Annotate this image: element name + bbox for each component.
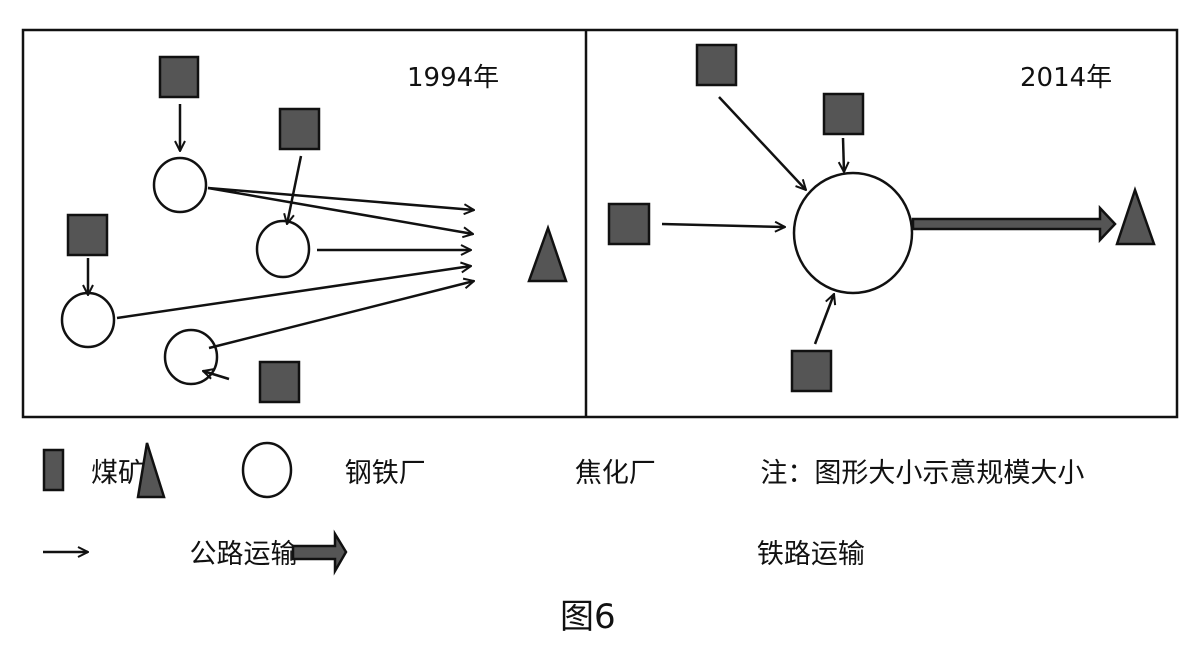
coking-plant-icon — [152, 156, 208, 214]
coking-plant-icon — [60, 291, 116, 349]
legend-steel-plant-label: 钢铁厂 — [345, 458, 426, 489]
legend-steel-plant-icon — [136, 442, 166, 499]
coal-mine-icon — [66, 213, 109, 257]
legend-rail-label: 铁路运输 — [757, 539, 865, 570]
coking-plant-icon — [792, 171, 914, 295]
road-arrow — [661, 224, 785, 227]
coal-mine-icon — [695, 43, 738, 87]
road-arrow — [116, 266, 471, 320]
coal-mine-icon — [158, 55, 200, 99]
rail-arrow — [911, 204, 1117, 244]
legend-road-label: 公路运输 — [190, 539, 298, 570]
road-arrow — [287, 155, 303, 224]
road-arrow — [207, 186, 474, 210]
coal-mine-icon — [822, 92, 865, 136]
road-arrow — [813, 294, 834, 345]
road-arrow — [718, 96, 806, 190]
coking-plant-icon — [255, 219, 311, 279]
road-arrow — [208, 281, 474, 350]
coking-plant-icon — [163, 328, 219, 386]
panel-1994: 1994年 — [60, 55, 568, 404]
coal-mine-icon — [607, 202, 651, 246]
legend-coking-plant-label: 焦化厂 — [575, 458, 656, 489]
year-label-1994: 1994年 — [407, 63, 499, 93]
coal-mine-icon — [790, 349, 833, 393]
coal-mine-icon — [258, 360, 301, 404]
legend-coking-plant-icon — [241, 441, 293, 499]
legend-coal-mine-label: 煤矿 — [91, 458, 145, 489]
coal-mine-icon — [278, 107, 321, 151]
panel-2014: 2014年 — [607, 43, 1156, 393]
legend-note: 注：图形大小示意规模大小 — [760, 458, 1084, 489]
figure-caption: 图6 — [560, 597, 616, 637]
figure-frame — [21, 28, 1179, 419]
year-label-2014: 2014年 — [1020, 63, 1112, 93]
road-arrow — [843, 137, 844, 172]
legend: 煤矿 钢铁厂 焦化厂 注：图形大小示意规模大小 公路运输 铁路运输 图6 — [42, 441, 1084, 637]
legend-coal-mine-icon — [42, 448, 65, 492]
steel-plant-icon — [527, 224, 568, 283]
legend-rail-arrow-icon — [291, 529, 348, 576]
steel-plant-icon — [1115, 186, 1156, 246]
road-arrow — [207, 186, 473, 234]
road-arrow — [203, 371, 230, 381]
